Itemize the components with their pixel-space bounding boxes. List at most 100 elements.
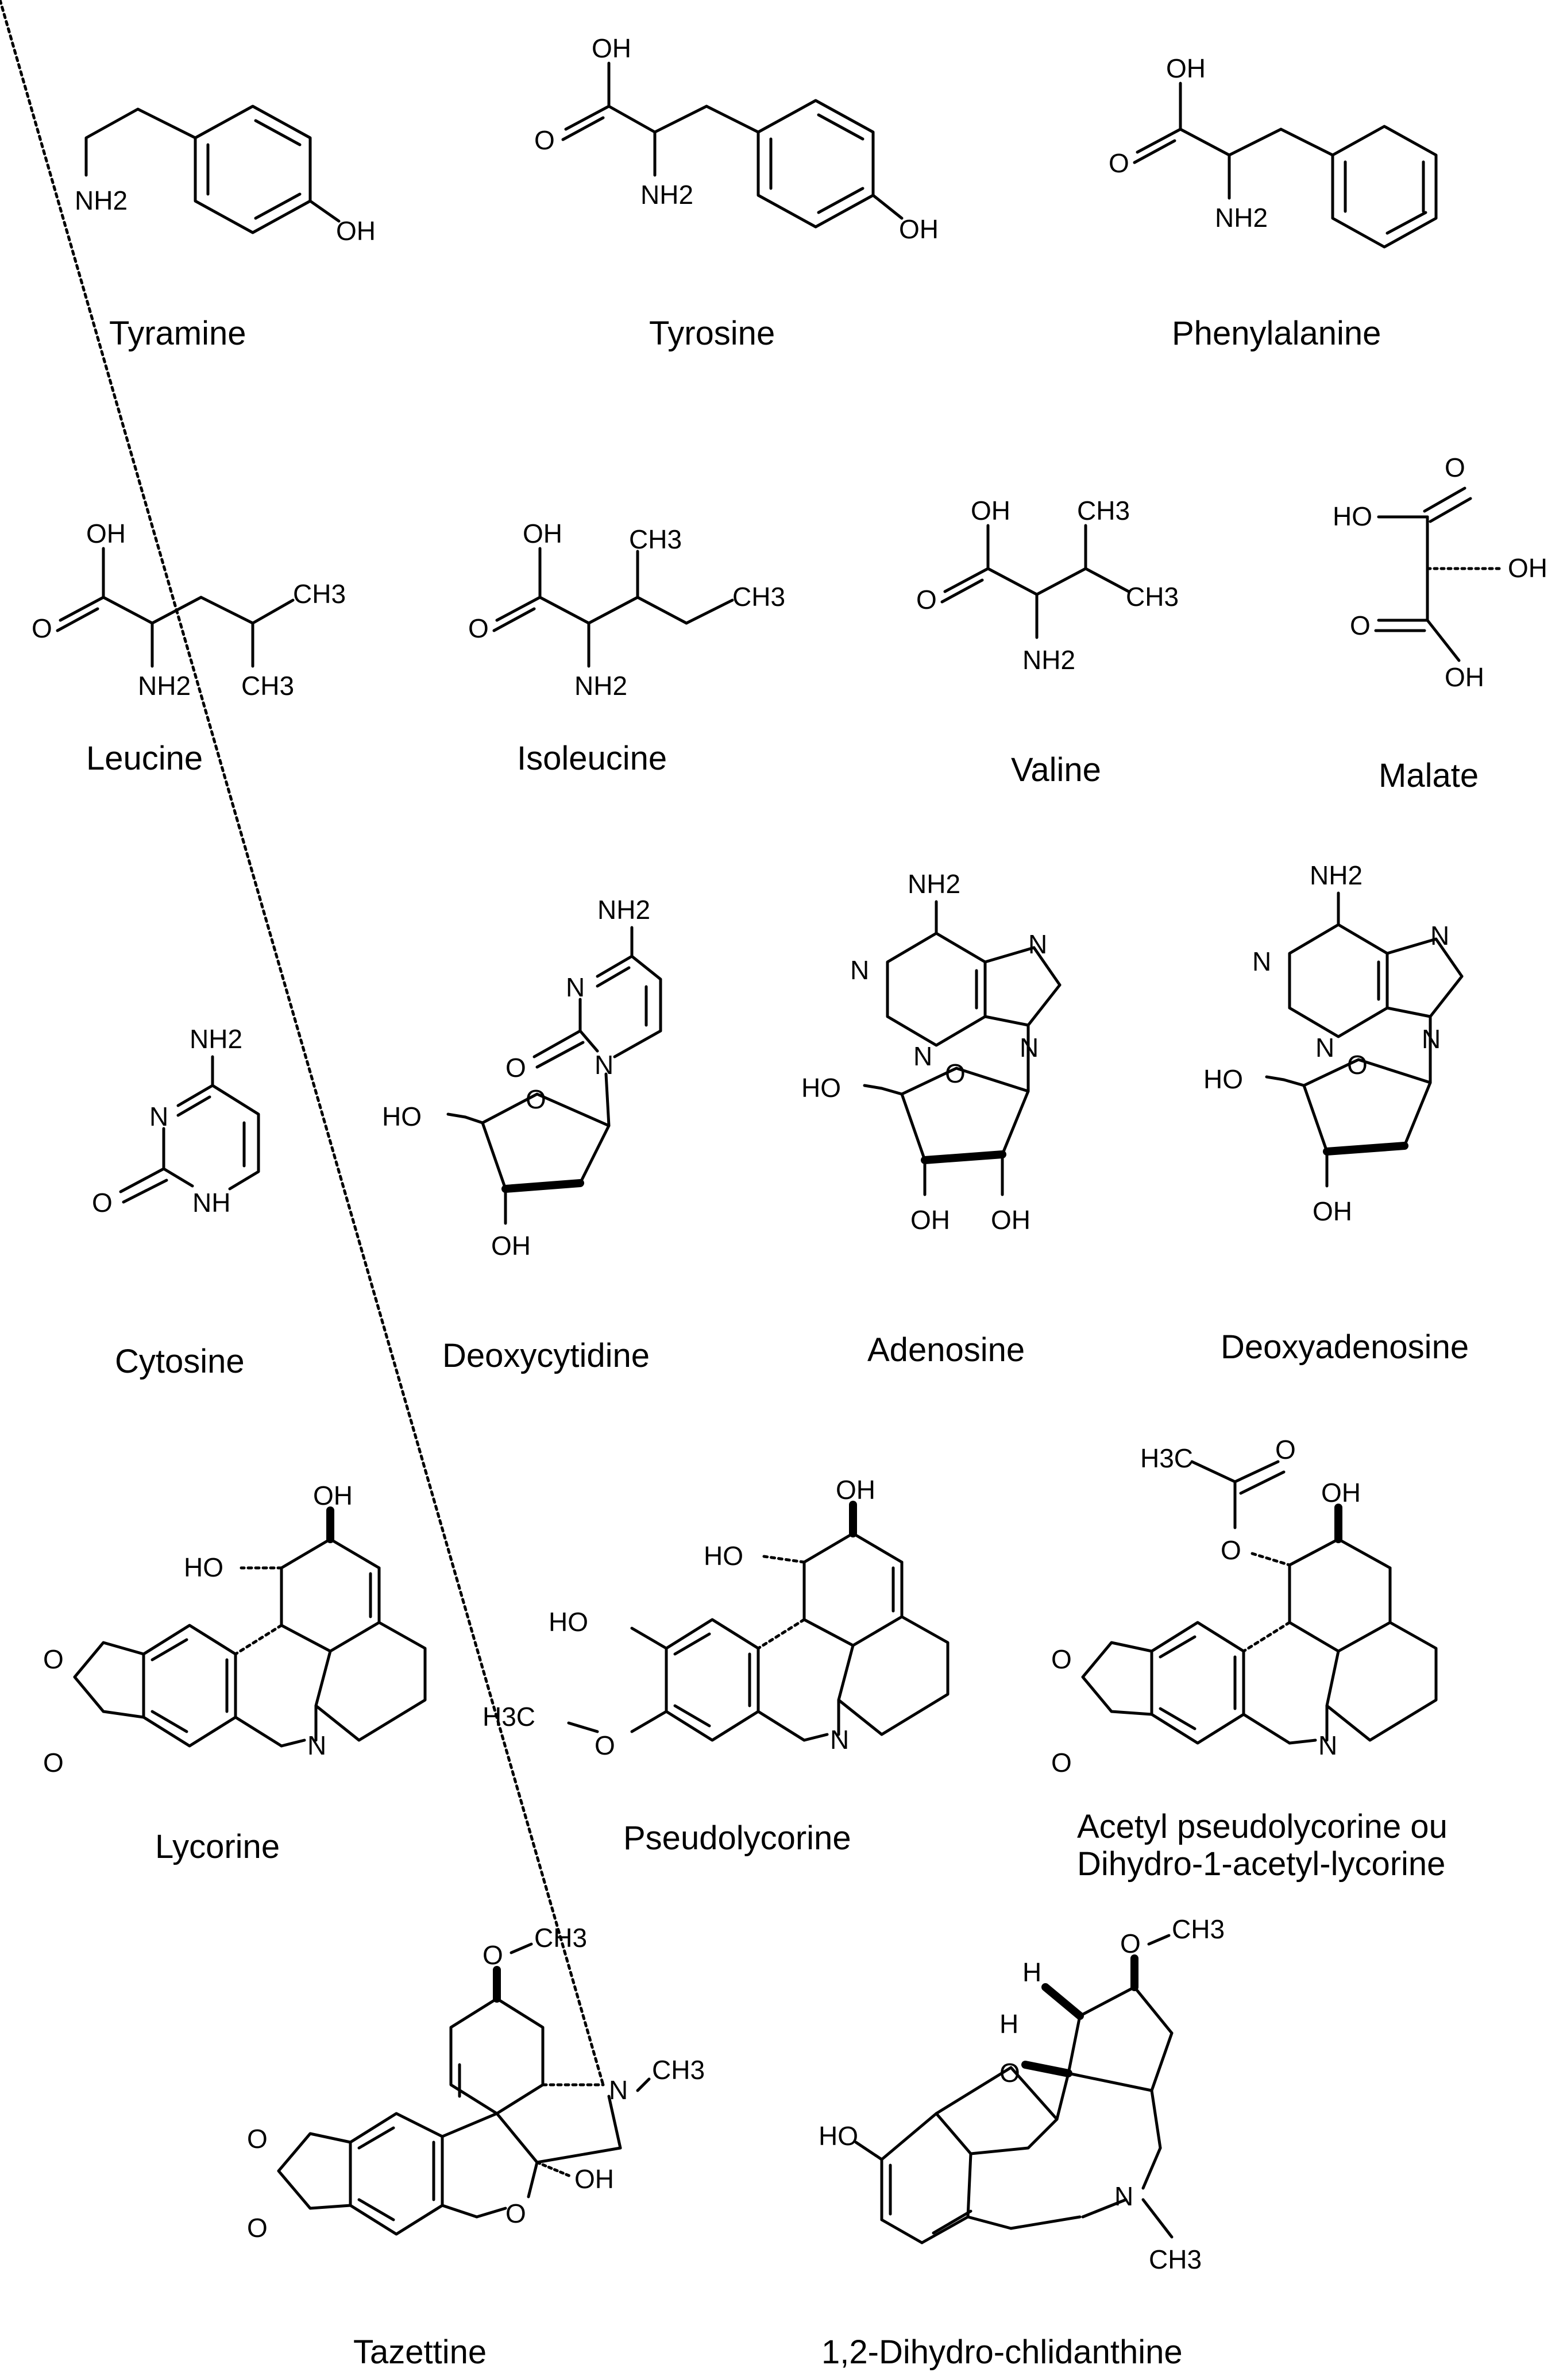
structure-deoxyadenosine: NH2 N N N N HO O OH Deoxyadenosine xyxy=(1203,860,1469,1366)
lycorine-caption: Lycorine xyxy=(155,1828,280,1865)
malate-caption: Malate xyxy=(1379,757,1479,794)
dihydro-chlidanthine-label-n: N xyxy=(1114,2181,1133,2211)
leucine-caption: Leucine xyxy=(86,740,203,777)
phenylalanine-label-oh: OH xyxy=(1166,53,1206,83)
tazettine-label-ch3-n: CH3 xyxy=(652,2055,705,2085)
adenosine-label-ho: HO xyxy=(801,1073,841,1103)
deoxycytidine-label-ho: HO xyxy=(382,1102,422,1131)
cytosine-caption: Cytosine xyxy=(115,1343,245,1380)
leucine-label-ch3-top: CH3 xyxy=(293,579,346,609)
dihydro-chlidanthine-label-ho: HO xyxy=(819,2121,858,2151)
tyramine-bonds xyxy=(84,105,341,234)
pseudolycorine-label-h3c: H3C xyxy=(483,1702,535,1732)
adenosine-label-n9: N xyxy=(1020,1033,1039,1062)
tyramine-label-oh: OH xyxy=(336,216,376,246)
deoxyadenosine-label-ho: HO xyxy=(1203,1064,1243,1094)
cytosine-label-nh2: NH2 xyxy=(190,1024,242,1054)
deoxyadenosine-label-o-ring: O xyxy=(1347,1050,1368,1080)
tyrosine-label-oh-ring: OH xyxy=(899,214,939,244)
phenylalanine-label-o: O xyxy=(1109,148,1129,178)
structure-cytosine: NH2 N O NH Cytosine xyxy=(92,1024,260,1380)
malate-label-o-bottom: O xyxy=(1350,611,1371,640)
tazettine-label-o-top: O xyxy=(247,2124,268,2154)
tazettine-label-o-methoxy: O xyxy=(483,1940,503,1970)
deoxycytidine-label-n: N xyxy=(595,1050,613,1080)
isoleucine-label-ch3-right: CH3 xyxy=(732,582,785,612)
tyrosine-label-o: O xyxy=(534,125,555,155)
valine-label-o: O xyxy=(916,585,937,615)
deoxyadenosine-bonds xyxy=(1265,891,1464,1188)
dihydro-chlidanthine-bonds xyxy=(854,1934,1174,2244)
lycorine-label-n: N xyxy=(307,1730,326,1760)
tazettine-label-n: N xyxy=(609,2075,628,2105)
structure-pseudolycorine: OH HO HO H3C O N Pseudolycorine xyxy=(483,1475,950,1857)
cytosine-label-nh: NH xyxy=(192,1188,230,1218)
tyrosine-label-oh-acid: OH xyxy=(592,33,631,63)
tazettine-bonds xyxy=(0,0,651,2236)
pseudolycorine-label-ho-ring: HO xyxy=(549,1607,588,1637)
adenosine-label-nh2: NH2 xyxy=(908,869,960,899)
tyramine-label-nh2: NH2 xyxy=(75,186,128,215)
phenylalanine-bonds xyxy=(1133,82,1438,249)
phenylalanine-caption: Phenylalanine xyxy=(1172,315,1381,352)
acetyl-pseudolycorine-label-h3c: H3C xyxy=(1140,1443,1193,1473)
leucine-label-oh: OH xyxy=(86,519,126,548)
leucine-bonds xyxy=(56,547,295,668)
adenosine-label-oh-2: OH xyxy=(910,1205,950,1235)
dihydro-chlidanthine-label-h-top: H xyxy=(1022,1957,1041,1987)
pseudolycorine-caption: Pseudolycorine xyxy=(623,1819,851,1857)
malate-label-o-top: O xyxy=(1445,453,1465,482)
adenosine-label-n3: N xyxy=(913,1041,932,1071)
adenosine-label-o-ring: O xyxy=(945,1058,966,1088)
malate-label-ho: HO xyxy=(1333,501,1372,531)
dihydro-chlidanthine-label-h-mid: H xyxy=(999,2009,1018,2039)
deoxycytidine-label-o-ring: O xyxy=(526,1084,546,1114)
dihydro-chlidanthine-label-ch3-methoxy: CH3 xyxy=(1172,1914,1225,1944)
isoleucine-bonds xyxy=(492,547,734,668)
acetyl-pseudolycorine-caption-line2: Dihydro-1-acetyl-lycorine xyxy=(1077,1845,1445,1883)
leucine-label-ch3-bottom: CH3 xyxy=(241,671,294,701)
acetyl-pseudolycorine-label-o-bottom: O xyxy=(1051,1748,1072,1778)
tazettine-label-ch3-methoxy: CH3 xyxy=(534,1923,587,1953)
valine-caption: Valine xyxy=(1011,751,1101,789)
deoxyadenosine-label-n1: N xyxy=(1252,946,1271,976)
structure-phenylalanine: OH O NH2 Phenylalanine xyxy=(1109,53,1438,352)
deoxyadenosine-label-n9: N xyxy=(1422,1024,1441,1054)
acetyl-pseudolycorine-bonds xyxy=(1081,1460,1438,1745)
structure-acetyl-pseudolycorine: H3C O OH O O O N Acetyl pseudolycorine o… xyxy=(1051,1435,1448,1883)
cytosine-label-o: O xyxy=(92,1188,113,1218)
structure-deoxycytidine: NH2 N O N HO O OH Deoxycytidine xyxy=(382,895,662,1374)
lycorine-bonds xyxy=(73,1506,427,1748)
tazettine-label-o-bottom: O xyxy=(247,2213,268,2243)
valine-label-ch3-right: CH3 xyxy=(1126,582,1179,612)
isoleucine-label-oh: OH xyxy=(523,519,562,548)
tazettine-caption: Tazettine xyxy=(353,2333,487,2371)
malate-bonds xyxy=(1374,486,1504,662)
structure-tazettine: O CH3 N CH3 O O O OH Tazettine xyxy=(0,0,705,2371)
lycorine-label-o-bottom: O xyxy=(43,1748,64,1778)
deoxycytidine-label-o: O xyxy=(505,1053,526,1083)
adenosine-caption: Adenosine xyxy=(867,1331,1025,1369)
valine-bonds xyxy=(940,524,1130,639)
tazettine-label-oh: OH xyxy=(574,2164,614,2194)
deoxycytidine-label-nh2: NH2 xyxy=(597,895,650,925)
dihydro-chlidanthine-label-o-methoxy: O xyxy=(1120,1929,1141,1958)
deoxyadenosine-label-nh2: NH2 xyxy=(1310,860,1363,890)
cytosine-bonds xyxy=(119,1055,260,1204)
valine-label-nh2: NH2 xyxy=(1022,645,1075,675)
lycorine-label-ho: HO xyxy=(184,1552,223,1582)
tazettine-label-o-ring: O xyxy=(505,2199,526,2228)
isoleucine-label-o: O xyxy=(468,613,489,643)
valine-label-oh: OH xyxy=(971,496,1010,526)
malate-label-oh-center: OH xyxy=(1508,553,1547,583)
acetyl-pseudolycorine-label-n: N xyxy=(1318,1730,1337,1760)
phenylalanine-label-nh2: NH2 xyxy=(1215,203,1268,233)
structure-malate: O HO OH O OH Malate xyxy=(1333,453,1547,794)
lycorine-label-o-top: O xyxy=(43,1644,64,1674)
structure-tyramine: NH2 OH Tyramine xyxy=(75,105,376,352)
isoleucine-caption: Isoleucine xyxy=(517,740,667,777)
deoxyadenosine-label-n7: N xyxy=(1430,921,1449,951)
structure-lycorine: OH HO O O N Lycorine xyxy=(43,1481,427,1865)
acetyl-pseudolycorine-label-oh: OH xyxy=(1321,1478,1361,1508)
